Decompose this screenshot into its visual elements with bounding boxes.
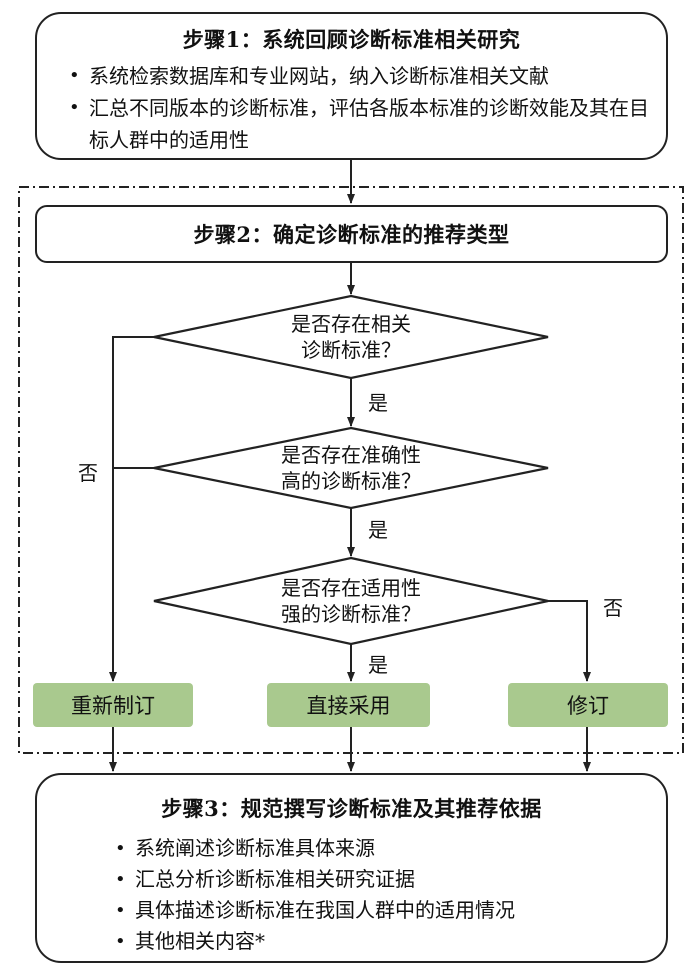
decision-2-text: 是否存在准确性 高的诊断标准？	[241, 442, 461, 494]
step3-bullet: 汇总分析诊断标准相关研究证据	[115, 864, 655, 895]
no-branch-right-line	[548, 600, 591, 682]
decision-1-line2: 诊断标准？	[301, 338, 401, 362]
decision-3-line1: 是否存在适用性	[281, 576, 421, 600]
no-branch-left-line	[109, 336, 154, 682]
step2-box: 步骤2：确定诊断标准的推荐类型	[35, 205, 668, 263]
yes-label: 是	[368, 653, 388, 677]
no-label: 否	[603, 596, 623, 620]
step3-box: 步骤3：规范撰写诊断标准及其推荐依据 系统阐述诊断标准具体来源 汇总分析诊断标准…	[35, 773, 668, 963]
yes-label: 是	[368, 518, 388, 542]
decision-1-line1: 是否存在相关	[291, 312, 411, 336]
no-label: 否	[78, 461, 98, 485]
step3-bullet: 具体描述诊断标准在我国人群中的适用情况	[115, 895, 655, 926]
step1-bullet-list: 系统检索数据库和专业网站，纳入诊断标准相关文献 汇总不同版本的诊断标准，评估各版…	[69, 60, 654, 156]
step1-bullet: 汇总不同版本的诊断标准，评估各版本标准的诊断效能及其在目标人群中的适用性	[69, 92, 654, 156]
step3-title: 步骤3：规范撰写诊断标准及其推荐依据	[161, 796, 542, 821]
decision-2-line1: 是否存在准确性	[281, 443, 421, 467]
outcome-redevelop: 重新制订	[33, 683, 193, 727]
step2-title: 步骤2：确定诊断标准的推荐类型	[193, 222, 510, 247]
yes-label: 是	[368, 391, 388, 415]
outcome-adopt: 直接采用	[267, 683, 430, 727]
decision-2-line2: 高的诊断标准？	[281, 469, 421, 493]
outcome-revise: 修订	[508, 683, 668, 727]
step3-bullet: 其他相关内容*	[115, 926, 655, 957]
decision-3-line2: 强的诊断标准？	[281, 602, 421, 626]
step1-box: 步骤1：系统回顾诊断标准相关研究 系统检索数据库和专业网站，纳入诊断标准相关文献…	[35, 12, 668, 160]
step3-bullet: 系统阐述诊断标准具体来源	[115, 833, 655, 864]
step1-bullet: 系统检索数据库和专业网站，纳入诊断标准相关文献	[69, 60, 654, 92]
decision-3-text: 是否存在适用性 强的诊断标准？	[241, 575, 461, 627]
step3-bullet-list: 系统阐述诊断标准具体来源 汇总分析诊断标准相关研究证据 具体描述诊断标准在我国人…	[115, 833, 655, 957]
step1-title: 步骤1：系统回顾诊断标准相关研究	[182, 27, 521, 52]
decision-1-text: 是否存在相关 诊断标准？	[241, 311, 461, 363]
